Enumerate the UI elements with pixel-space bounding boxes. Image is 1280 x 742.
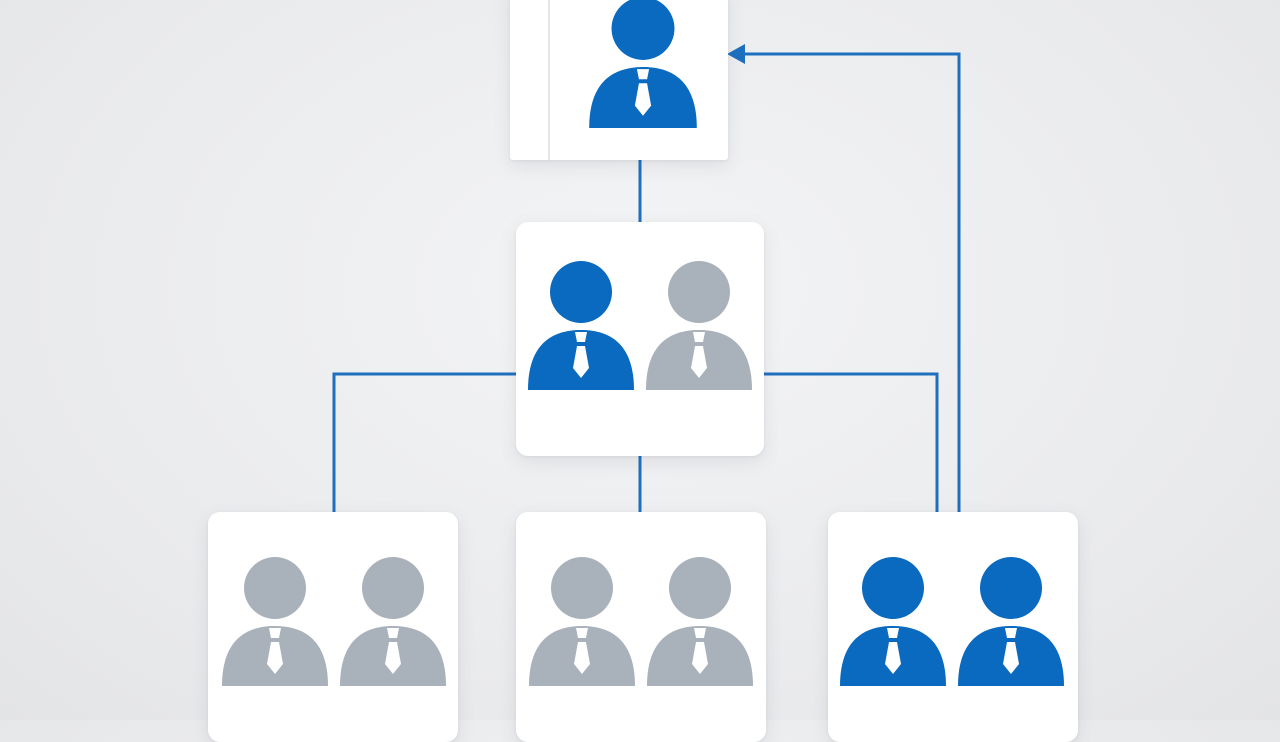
person-icon — [527, 556, 637, 688]
person-icon — [645, 556, 755, 688]
arrowhead-left-icon — [727, 44, 745, 64]
person-icon — [338, 556, 448, 688]
node-bottom-right — [828, 512, 1078, 742]
person-icon — [220, 556, 330, 688]
person-icon — [644, 260, 754, 392]
card-spine — [548, 0, 550, 160]
connector-middle-bottom-right — [764, 372, 939, 512]
connector-bottom-right-top — [742, 52, 961, 512]
node-bottom-left — [208, 512, 458, 742]
person-icon — [584, 0, 702, 130]
person-icon — [956, 556, 1066, 688]
connector-middle-bottom-left — [332, 372, 516, 512]
connector-layer — [332, 44, 961, 512]
person-icon — [526, 260, 636, 392]
person-icon — [838, 556, 948, 688]
node-bottom-center — [516, 512, 766, 742]
